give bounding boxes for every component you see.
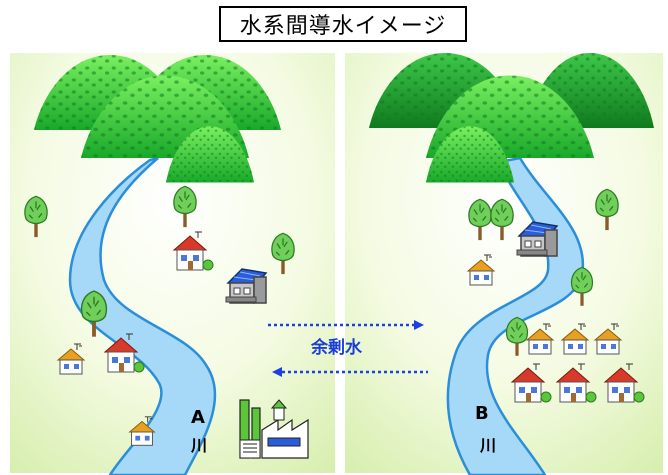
river-a-label: A — [191, 407, 205, 428]
river-a — [68, 156, 217, 475]
transfer-arrow-right — [268, 320, 424, 330]
diagram-title: 水系間導水イメージ — [219, 6, 467, 42]
river-a-kanji: 川 — [191, 436, 208, 455]
transfer-arrow-left — [272, 367, 428, 377]
factory-icon — [239, 399, 309, 459]
river-b-label: B — [475, 403, 489, 424]
river-b-kanji: 川 — [480, 436, 497, 455]
surplus-water-label: 余剰水 — [311, 338, 362, 358]
